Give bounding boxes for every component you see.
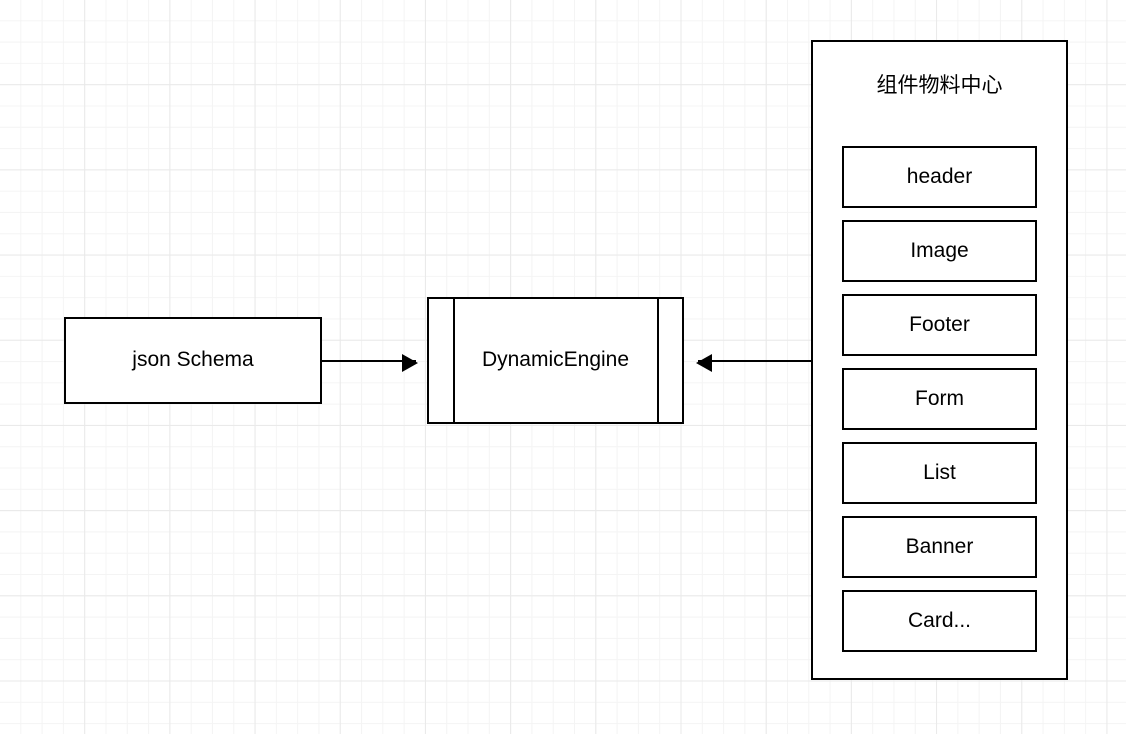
material-center-title: 组件物料中心	[876, 74, 1003, 97]
material-item-label: Image	[910, 239, 969, 262]
material-item-label: header	[906, 165, 973, 188]
material-item-banner[interactable]: Banner	[842, 516, 1037, 578]
node-json-schema[interactable]: json Schema	[64, 317, 322, 404]
node-dynamic-engine[interactable]: DynamicEngine	[427, 297, 684, 424]
arrow-head-right-icon	[402, 354, 418, 372]
material-item-label: Banner	[905, 535, 974, 558]
material-item-label: Form	[915, 387, 964, 410]
connector-schema-to-engine[interactable]	[322, 354, 418, 372]
node-dynamic-engine-label: DynamicEngine	[481, 348, 630, 372]
material-item-card[interactable]: Card...	[842, 590, 1037, 652]
material-item-image[interactable]: Image	[842, 220, 1037, 282]
subroutine-right-bar	[657, 299, 659, 422]
material-item-list[interactable]: List	[842, 442, 1037, 504]
node-material-center[interactable]: 组件物料中心 header Image Footer Form List Ban…	[811, 40, 1068, 680]
material-item-label: List	[923, 461, 956, 484]
material-item-footer[interactable]: Footer	[842, 294, 1037, 356]
material-item-list: header Image Footer Form List Banner Car…	[842, 146, 1037, 652]
material-item-label: Footer	[909, 313, 970, 336]
node-json-schema-label: json Schema	[132, 348, 254, 372]
subroutine-left-bar	[453, 299, 455, 422]
material-item-form[interactable]: Form	[842, 368, 1037, 430]
material-item-label: Card...	[907, 609, 972, 632]
connector-material-to-engine[interactable]	[696, 354, 811, 372]
material-item-header[interactable]: header	[842, 146, 1037, 208]
arrow-head-left-icon	[696, 354, 712, 372]
